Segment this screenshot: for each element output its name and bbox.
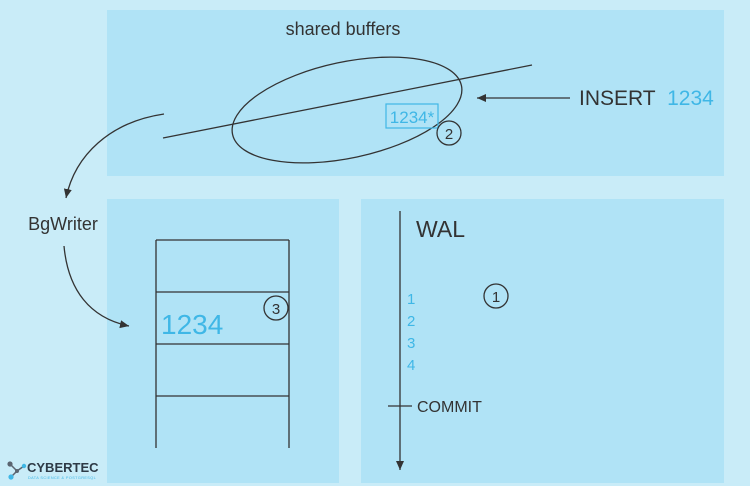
- shared-buffers-ellipse: [231, 56, 463, 164]
- buffer-to-bgwriter-arrow: [63, 113, 165, 199]
- datafile-value: 1234: [161, 309, 223, 340]
- bgwriter-to-datafile-arrow: [63, 245, 130, 329]
- datafile-panel: [107, 199, 339, 483]
- insert-text: INSERT 1234: [579, 87, 714, 110]
- marker-3-label: 3: [272, 301, 280, 318]
- network-nodes-icon: [7, 461, 27, 480]
- marker-2-label: 2: [445, 126, 453, 143]
- marker-2-circle: [436, 120, 462, 146]
- marker-3-circle: [263, 295, 289, 321]
- buffer-cell: [385, 103, 439, 129]
- insert-keyword: INSERT: [579, 87, 656, 110]
- wal-entry: 3: [407, 335, 415, 352]
- bgwriter-label: BgWriter: [28, 214, 98, 234]
- commit-label: COMMIT: [417, 399, 482, 416]
- wal-entry: 1: [407, 291, 415, 308]
- marker-1-circle: [483, 283, 509, 309]
- logo-brand: CYBERTEC: [27, 460, 99, 475]
- wal-title: WAL: [416, 216, 465, 242]
- shared-buffers-label: shared buffers: [286, 19, 401, 39]
- marker-1-label: 1: [492, 289, 500, 306]
- datafile-pages: [155, 239, 290, 448]
- buffer-cell-value: 1234*: [390, 108, 435, 127]
- logo-tagline: DATA SCIENCE & POSTGRESQL: [28, 476, 96, 480]
- wal-panel: [361, 199, 724, 483]
- insert-value: 1234: [667, 87, 714, 110]
- wal-entry: 2: [407, 313, 415, 330]
- shared-buffers-line: [162, 64, 533, 139]
- wal-entry: 4: [407, 357, 415, 374]
- shared-buffers-panel: [107, 10, 724, 176]
